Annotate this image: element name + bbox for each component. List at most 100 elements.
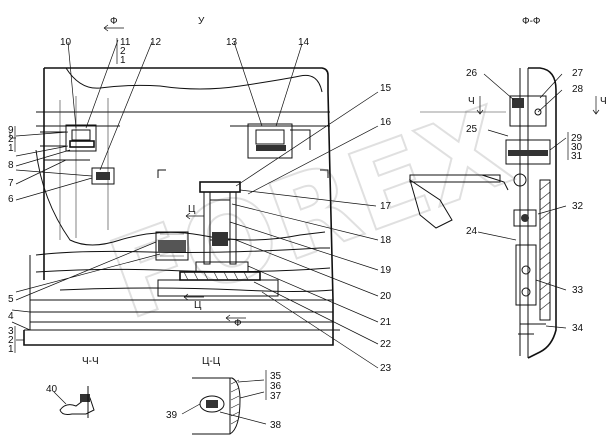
callout-18: 18	[380, 235, 392, 246]
hinge-block	[509, 95, 547, 127]
callout-3: 3	[8, 326, 14, 337]
callout-38: 38	[270, 420, 282, 431]
mechanism-top	[199, 181, 241, 193]
detail-ch-part	[59, 397, 95, 415]
bracket-left-inner	[71, 129, 91, 141]
callout-4: 4	[8, 311, 14, 322]
callout-20: 20	[380, 291, 392, 302]
callout-40: 40	[46, 384, 58, 395]
callout-2-top: 2	[120, 46, 126, 57]
lock-left-body	[96, 172, 110, 180]
callout-36: 36	[270, 381, 282, 392]
arrow	[183, 293, 204, 301]
callout-2-mid: 2	[8, 134, 14, 145]
callout-29: 29	[571, 133, 583, 144]
section-mark-ts-upper: Ц	[185, 204, 204, 220]
section-mark-ts-lower-label: Ц	[194, 300, 202, 311]
arrow	[592, 96, 600, 115]
callout-27: 27	[572, 68, 584, 79]
section-mark-ch-right: Ч	[600, 96, 607, 107]
seal-hatch	[539, 181, 551, 311]
section-mark-ts-lower: Ц	[183, 293, 204, 311]
bracket-32	[513, 209, 537, 227]
mechanism-block	[212, 232, 228, 246]
leader-40	[53, 391, 67, 405]
arrow	[103, 24, 124, 32]
side-view: Ф-Ф Ч Ч	[409, 16, 607, 359]
callout-9: 9	[8, 125, 14, 136]
callout-35: 35	[270, 371, 282, 382]
callout-21: 21	[380, 317, 392, 328]
bracket-left	[65, 124, 97, 152]
break-line-top	[65, 67, 323, 93]
bracket-left-lines	[40, 131, 90, 161]
detail-ts-outline	[192, 377, 241, 435]
bracket-right-plate	[256, 145, 286, 151]
break-line-mid	[35, 149, 326, 246]
arrow	[225, 314, 246, 322]
callout-7: 7	[8, 178, 14, 189]
bottom-fixings	[518, 323, 546, 335]
callout-17: 17	[380, 201, 392, 212]
bracket-32-bolt	[521, 214, 529, 222]
callout-34: 34	[572, 323, 584, 334]
handle-grip	[409, 178, 453, 229]
base-hatch	[183, 271, 249, 281]
callout-23: 23	[380, 363, 392, 374]
door-profile-inner	[519, 68, 529, 358]
block-33-hole	[521, 265, 531, 275]
callout-11: 11	[120, 37, 131, 48]
leader-lines-side	[477, 73, 567, 329]
door-profile-outer	[527, 67, 557, 359]
callout-14: 14	[298, 37, 310, 48]
section-mark-f-bottom-label: Ф	[234, 318, 242, 329]
detail-ch-clip	[80, 394, 90, 402]
handle-link	[481, 174, 509, 191]
callout-1-top: 1	[120, 55, 126, 66]
callout-15: 15	[380, 83, 392, 94]
callout-2-bottom: 2	[8, 335, 14, 346]
callout-32: 32	[572, 201, 584, 212]
bracket-left-plate	[69, 140, 95, 148]
callout-39: 39	[166, 410, 178, 421]
callout-16: 16	[380, 117, 392, 128]
callout-1-bottom: 1	[8, 344, 14, 355]
callout-1-mid: 1	[8, 143, 14, 154]
cam-wheel	[513, 173, 527, 187]
corner-marks	[157, 169, 329, 178]
callout-6: 6	[8, 194, 14, 205]
inner-lines	[59, 96, 109, 240]
hinge-pin	[512, 98, 524, 108]
arrow	[185, 212, 204, 220]
detail-ts-hatch	[230, 379, 240, 425]
view-title-side: Ф-Ф	[522, 16, 541, 27]
arrow	[476, 96, 484, 115]
callout-5: 5	[8, 294, 14, 305]
bracket-right	[247, 123, 293, 159]
bracket-right-inner	[255, 129, 285, 145]
motor-block-lines	[160, 233, 184, 257]
latch-bar	[508, 150, 548, 156]
frame-outline	[43, 67, 329, 280]
section-mark-f-bottom: Ф	[225, 314, 246, 329]
panel-edge	[35, 247, 330, 256]
detail-ts-pin-core	[206, 400, 218, 408]
leader-lines-left	[15, 149, 93, 201]
seal-strip	[539, 179, 551, 321]
callout-30: 30	[571, 142, 583, 153]
callout-33: 33	[572, 285, 584, 296]
callout-13: 13	[226, 37, 238, 48]
callout-28: 28	[572, 84, 584, 95]
panel-edge-3	[59, 287, 334, 292]
leader-lines-main	[9, 39, 379, 369]
panel-edge-2	[35, 267, 331, 273]
section-mark-f-top-label: Ф	[110, 16, 118, 27]
section-mark-ts-upper-label: Ц	[188, 204, 196, 215]
block-33	[515, 244, 537, 306]
bracket-right-arm	[290, 129, 311, 150]
section-mark-ch-left: Ч	[468, 96, 475, 107]
detail-ch: Ч-Ч 40	[46, 356, 99, 418]
view-title-ch: Ч-Ч	[82, 356, 99, 367]
